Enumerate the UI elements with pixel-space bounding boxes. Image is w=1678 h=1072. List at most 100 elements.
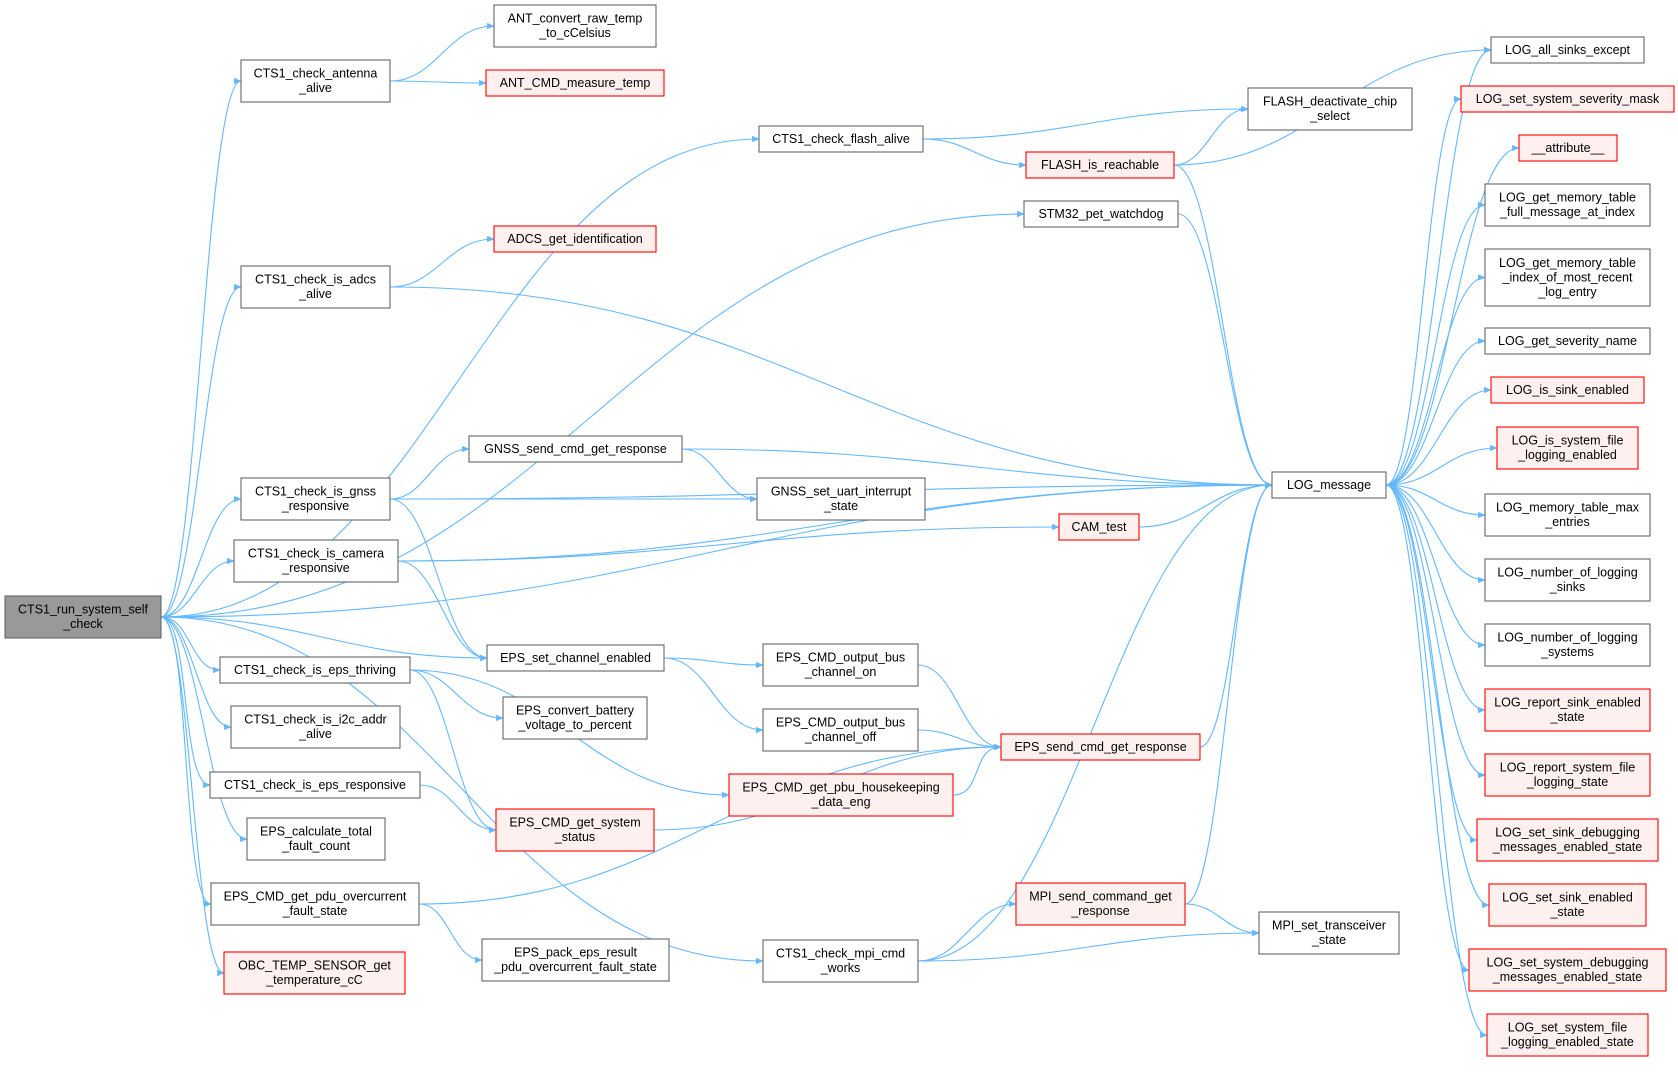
node-box	[485, 69, 665, 97]
node-log-msg[interactable]: LOG_message	[1271, 471, 1387, 499]
edge-eps_bus_off-to-eps_send	[917, 729, 1002, 751]
node-log-all[interactable]: LOG_all_sinks_except	[1490, 36, 1645, 64]
node-flash-reach[interactable]: FLASH_is_reachable	[1025, 151, 1175, 179]
node-chk-cam[interactable]: CTS1_check_is_camera_responsive	[233, 539, 399, 583]
node-adcs-id[interactable]: ADCS_get_identification	[493, 225, 657, 253]
node-stm32[interactable]: STM32_pet_watchdog	[1023, 200, 1179, 228]
node-chk-i2c[interactable]: CTS1_check_is_i2c_addr_alive	[230, 705, 401, 749]
node-eps-pack[interactable]: EPS_pack_eps_result_pdu_overcurrent_faul…	[481, 938, 670, 982]
edge-log_msg-to-log_num_sinks	[1385, 484, 1486, 584]
node-label: _logging_state	[1526, 775, 1608, 789]
node-label: GNSS_send_cmd_get_response	[484, 442, 667, 456]
node-box	[1271, 471, 1387, 499]
node-log-rep-sink[interactable]: LOG_report_sink_enabled_state	[1484, 688, 1651, 732]
edge-chk_mpi-to-mpi_send	[917, 900, 1017, 962]
node-flash-deact[interactable]: FLASH_deactivate_chip_select	[1247, 87, 1413, 131]
node-log-sev-name[interactable]: LOG_get_severity_name	[1484, 327, 1651, 355]
node-cam-test[interactable]: CAM_test	[1058, 513, 1140, 541]
node-box	[210, 882, 420, 926]
node-eps-send[interactable]: EPS_send_cmd_get_response	[1000, 733, 1201, 761]
node-label: EPS_set_channel_enabled	[500, 651, 651, 665]
node-log-mem-idx[interactable]: LOG_get_memory_table_index_of_most_recen…	[1484, 248, 1651, 307]
node-log-sink-en[interactable]: LOG_is_sink_enabled	[1490, 376, 1645, 404]
node-chk-mpi[interactable]: CTS1_check_mpi_cmd_works	[762, 939, 919, 983]
edge-root-to-chk_cam	[160, 557, 235, 618]
node-chk-ant[interactable]: CTS1_check_antenna_alive	[240, 59, 391, 103]
node-log-set-sink-en[interactable]: LOG_set_sink_enabled_state	[1488, 883, 1647, 927]
edge-root-to-eps_pdu	[160, 616, 212, 908]
edge-eps_send-to-log_msg	[1199, 481, 1273, 748]
node-box	[728, 773, 954, 817]
node-label: ANT_CMD_measure_temp	[500, 76, 651, 90]
node-eps-bus-on[interactable]: EPS_CMD_output_bus_channel_on	[762, 643, 919, 687]
node-chk-eps-resp[interactable]: CTS1_check_is_eps_responsive	[209, 771, 421, 799]
node-gnss-send[interactable]: GNSS_send_cmd_get_response	[468, 435, 683, 463]
node-label: EPS_CMD_get_system	[509, 816, 640, 830]
node-log-set-sys-dbg[interactable]: LOG_set_system_debugging_messages_enable…	[1468, 948, 1667, 992]
edge-log_msg-to-log_mem_full	[1385, 201, 1486, 486]
node-label: _fault_state	[282, 904, 348, 918]
edge-chk_adcs-to-adcs_id	[389, 235, 495, 288]
node-label: _state	[1311, 933, 1346, 947]
node-box	[1490, 36, 1645, 64]
node-box	[1468, 948, 1667, 992]
node-chk-adcs[interactable]: CTS1_check_is_adcs_alive	[240, 265, 391, 309]
node-obc-temp[interactable]: OBC_TEMP_SENSOR_get_temperature_cC	[223, 951, 406, 995]
node-log-num-sinks[interactable]: LOG_number_of_logging_sinks	[1484, 558, 1651, 602]
edge-log_msg-to-log_mem_idx	[1385, 274, 1486, 486]
node-box	[240, 265, 391, 309]
edge-log_msg-to-log_set_sink_dbg	[1385, 484, 1478, 844]
node-log-set-sink-dbg[interactable]: LOG_set_sink_debugging_messages_enabled_…	[1476, 818, 1659, 862]
node-label: LOG_report_system_file	[1500, 761, 1636, 775]
edge-chk_mpi-to-log_msg	[917, 481, 1273, 962]
node-box	[1015, 882, 1186, 926]
node-label: _data_eng	[810, 795, 870, 809]
node-attr[interactable]: __attribute__	[1518, 134, 1618, 162]
node-log-num-sys[interactable]: LOG_number_of_logging_systems	[1484, 623, 1651, 667]
node-box	[1460, 85, 1675, 113]
edge-mpi_send-to-log_msg	[1184, 481, 1273, 905]
node-box	[762, 643, 919, 687]
node-label: LOG_report_sink_enabled	[1494, 696, 1641, 710]
node-mpi-trans[interactable]: MPI_set_transceiver_state	[1258, 911, 1400, 955]
node-box	[756, 477, 926, 521]
node-label: _state	[1549, 905, 1584, 919]
edge-chk_eps_thr-to-eps_batt	[409, 669, 504, 722]
node-label: EPS_pack_eps_result	[514, 946, 638, 960]
node-eps-fault[interactable]: EPS_calculate_total_fault_count	[246, 817, 386, 861]
node-mpi-send[interactable]: MPI_send_command_get_response	[1015, 882, 1186, 926]
node-chk-eps-thr[interactable]: CTS1_check_is_eps_thriving	[219, 656, 411, 684]
node-label: CTS1_check_is_eps_thriving	[234, 663, 396, 677]
node-eps-pbu[interactable]: EPS_CMD_get_pbu_housekeeping_data_eng	[728, 773, 954, 817]
node-eps-set-ch[interactable]: EPS_set_channel_enabled	[486, 644, 665, 672]
node-eps-pdu[interactable]: EPS_CMD_get_pdu_overcurrent_fault_state	[210, 882, 420, 926]
edge-root-to-chk_flash	[160, 135, 760, 618]
node-label: CTS1_check_antenna	[254, 67, 378, 81]
node-log-mem-max[interactable]: LOG_memory_table_max_entries	[1484, 493, 1651, 537]
node-eps-sys[interactable]: EPS_CMD_get_system_status	[495, 808, 655, 852]
node-label: LOG_get_memory_table	[1499, 191, 1636, 205]
node-log-rep-sys[interactable]: LOG_report_system_file_logging_state	[1484, 753, 1651, 797]
node-label: _logging_enabled	[1517, 448, 1617, 462]
node-chk-flash[interactable]: CTS1_check_flash_alive	[758, 125, 924, 153]
node-box	[1000, 733, 1201, 761]
edge-log_msg-to-log_sev_name	[1385, 337, 1486, 486]
node-log-sys-file[interactable]: LOG_is_system_file_logging_enabled	[1496, 426, 1639, 470]
edge-chk_eps_thr-to-eps_sys	[409, 669, 497, 834]
node-log-set-sys-file[interactable]: LOG_set_system_file_logging_enabled_stat…	[1486, 1013, 1649, 1057]
node-root[interactable]: CTS1_run_system_self_check	[4, 595, 162, 639]
node-eps-batt[interactable]: EPS_convert_battery_voltage_to_percent	[502, 696, 648, 740]
node-ant-meas[interactable]: ANT_CMD_measure_temp	[485, 69, 665, 97]
node-gnss-uart[interactable]: GNSS_set_uart_interrupt_state	[756, 477, 926, 521]
node-ant-conv[interactable]: ANT_convert_raw_temp_to_cCelsius	[493, 4, 657, 48]
node-log-mem-full[interactable]: LOG_get_memory_table_full_message_at_ind…	[1484, 183, 1651, 227]
edge-chk_adcs-to-log_msg	[389, 286, 1273, 489]
node-label: FLASH_is_reachable	[1041, 158, 1159, 172]
edge-eps_set_ch-to-eps_bus_on	[663, 657, 764, 669]
node-eps-bus-off[interactable]: EPS_CMD_output_bus_channel_off	[762, 708, 919, 752]
node-label: _log_entry	[1537, 285, 1597, 299]
node-box	[1484, 493, 1651, 537]
node-chk-gnss[interactable]: CTS1_check_is_gnss_responsive	[240, 477, 391, 521]
node-box	[1484, 688, 1651, 732]
node-log-sev-mask[interactable]: LOG_set_system_severity_mask	[1460, 85, 1675, 113]
